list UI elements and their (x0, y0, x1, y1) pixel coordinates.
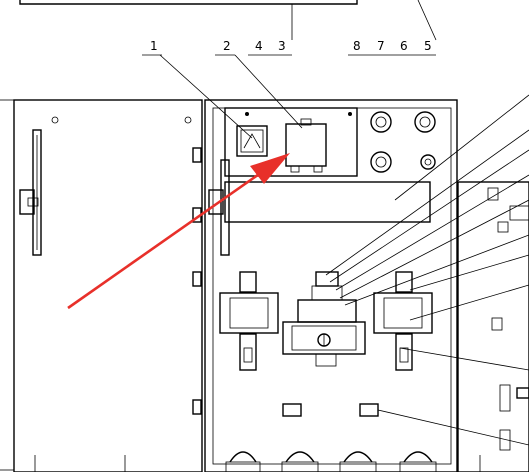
callout-8: 8 (353, 39, 361, 53)
left-door (0, 99, 203, 472)
left-contactor (219, 271, 279, 371)
callout-4: 4 (255, 39, 263, 53)
middle-contactor (282, 271, 366, 367)
callout-7: 7 (377, 39, 385, 53)
right-contactor (373, 271, 433, 371)
callout-5: 5 (424, 39, 432, 53)
module-component (285, 123, 327, 167)
cable-glands-bottom (225, 451, 437, 472)
terminal-left (282, 403, 302, 417)
top-view-box (19, 0, 437, 41)
label-plate (224, 181, 431, 223)
cable-glands-top (370, 111, 436, 173)
red-arrow (67, 153, 290, 310)
callout-2: 2 (223, 39, 231, 53)
callout-6: 6 (400, 39, 408, 53)
main-enclosure (204, 99, 529, 472)
callout-1: 1 (150, 39, 158, 53)
callout-3: 3 (278, 39, 286, 53)
callout-labels: 1 2 4 3 8 7 6 5 (142, 39, 436, 139)
terminal-right (359, 403, 379, 417)
leader-lines-right (325, 94, 529, 446)
meter-component (236, 125, 268, 157)
